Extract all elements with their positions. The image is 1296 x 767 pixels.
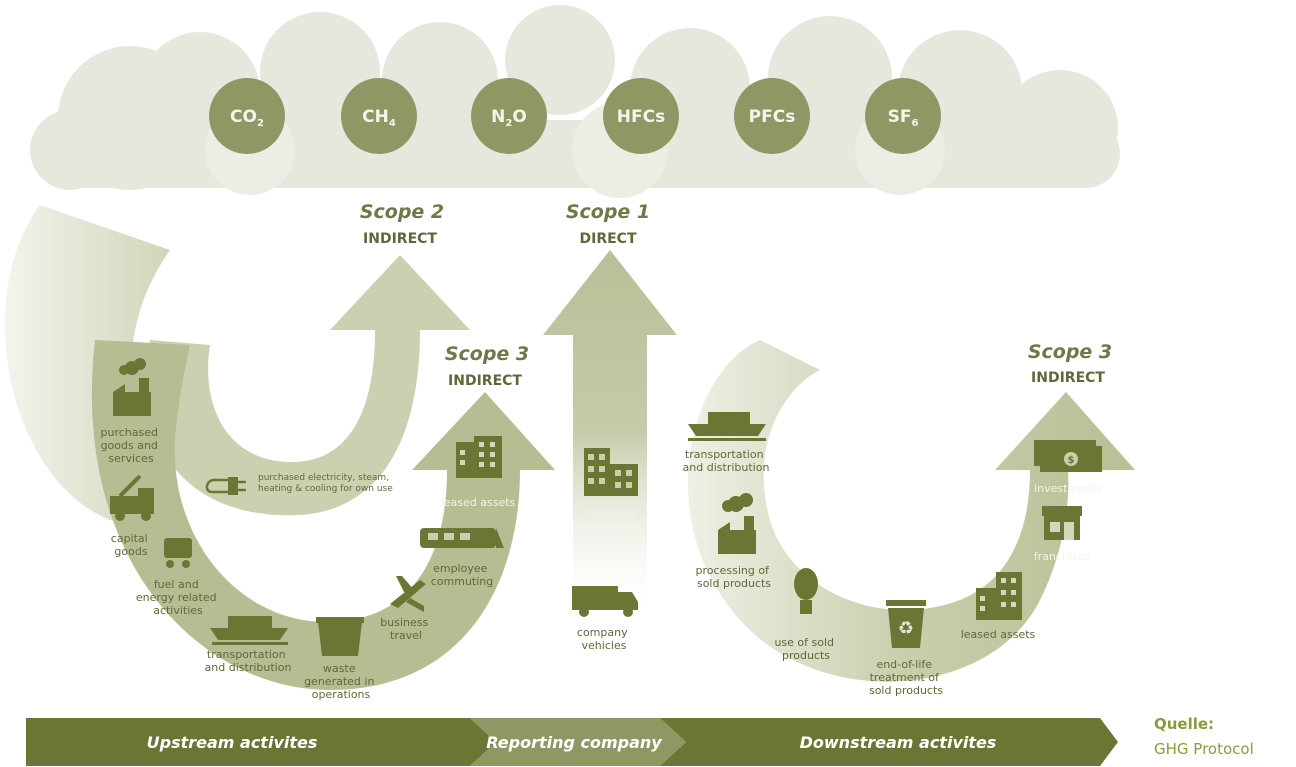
label-fuel-energy: fuel and energy related activities bbox=[136, 578, 220, 617]
source-text: GHG Protocol bbox=[1154, 740, 1254, 758]
label-processing-sold-products: processing of sold products bbox=[696, 564, 773, 590]
svg-text:HFCs: HFCs bbox=[617, 107, 665, 127]
scope3-upstream-title-group: Scope 3 INDIRECT bbox=[445, 343, 529, 389]
scope3-downstream-subtitle: INDIRECT bbox=[1031, 370, 1105, 386]
gas-circle-sf6: SF6 bbox=[865, 78, 941, 154]
bottom-activity-bar: Upstream activites Reporting company Dow… bbox=[26, 718, 1118, 766]
company-building-icon bbox=[584, 448, 638, 496]
gas-circle-ch4: CH4 bbox=[341, 78, 417, 154]
building-icon-upstream bbox=[456, 436, 502, 478]
plug-icon bbox=[205, 477, 246, 495]
svg-text:N2O: N2O bbox=[491, 107, 527, 129]
label-upstream-leased-assets: leased assets bbox=[441, 496, 516, 509]
label-downstream-transport: transportation and distribution bbox=[683, 448, 770, 474]
train-icon bbox=[420, 528, 504, 548]
label-employee-commuting: employee commuting bbox=[431, 562, 494, 588]
scope3-upstream-arrow bbox=[91, 340, 555, 690]
scope3-upstream-title: Scope 3 bbox=[445, 343, 529, 365]
downstream-label: Downstream activites bbox=[800, 733, 997, 752]
label-company-facilities: company facilities bbox=[585, 506, 639, 532]
scope3-downstream-title-group: Scope 3 INDIRECT bbox=[1028, 341, 1112, 386]
gas-circle-pfcs: PFCs bbox=[734, 78, 810, 154]
label-purchased-electricity: purchased electricity, steam, heating & … bbox=[258, 473, 393, 494]
svg-text:CO2: CO2 bbox=[230, 107, 264, 129]
gas-circle-co2: CO2 bbox=[209, 78, 285, 154]
building-icon-downstream bbox=[976, 572, 1022, 620]
svg-text:$: $ bbox=[1068, 455, 1075, 466]
label-downstream-leased-assets: leased assets bbox=[961, 628, 1036, 641]
ship-icon-downstream bbox=[688, 412, 766, 441]
factory-icon bbox=[113, 358, 151, 416]
label-investments: investments bbox=[1034, 482, 1102, 495]
svg-text:PFCs: PFCs bbox=[749, 107, 796, 127]
reporting-bar-segment bbox=[470, 718, 686, 766]
scope1-subtitle: DIRECT bbox=[580, 231, 637, 247]
label-capital-goods: capital goods bbox=[111, 532, 151, 558]
dumpster-icon bbox=[316, 617, 364, 656]
upstream-bar-segment bbox=[26, 718, 496, 766]
scope3-upstream-subtitle: INDIRECT bbox=[448, 373, 522, 389]
ship-icon bbox=[210, 616, 288, 645]
label-purchased-goods: purchased goods and services bbox=[101, 426, 162, 465]
gas-circle-hfcs: HFCs bbox=[603, 78, 679, 154]
upstream-label: Upstream activites bbox=[147, 733, 318, 752]
storefront-icon bbox=[1042, 506, 1082, 540]
scope2-title: Scope 2 bbox=[360, 201, 444, 223]
label-use-of-sold-products: use of sold products bbox=[774, 636, 837, 662]
scope1-title: Scope 1 bbox=[566, 201, 650, 223]
crane-truck-icon bbox=[110, 474, 154, 521]
gas-circle-n2o: N2O bbox=[471, 78, 547, 154]
label-company-vehicles: company vehicles bbox=[577, 626, 631, 652]
downstream-bar-segment bbox=[660, 718, 1118, 766]
scope3-downstream-title: Scope 3 bbox=[1028, 341, 1112, 363]
scope1-arrow bbox=[543, 250, 677, 610]
source-heading: Quelle: bbox=[1154, 715, 1215, 733]
label-waste: waste generated in operations bbox=[304, 662, 378, 701]
scope2-arrow bbox=[146, 255, 470, 516]
label-end-of-life: end-of-life treatment of sold products bbox=[869, 658, 943, 697]
svg-text:SF6: SF6 bbox=[888, 107, 919, 129]
processing-factory-icon bbox=[718, 493, 756, 554]
svg-text:CH4: CH4 bbox=[362, 107, 396, 129]
airplane-icon bbox=[390, 576, 426, 612]
scope1-title-group: Scope 1 DIRECT bbox=[566, 201, 650, 247]
label-franchises: franchises bbox=[1034, 550, 1091, 563]
fuel-cart-icon bbox=[164, 538, 192, 568]
money-icon: $ bbox=[1034, 440, 1102, 472]
light-bulb-icon bbox=[794, 568, 818, 614]
scope2-subtitle: INDIRECT bbox=[363, 231, 437, 247]
source-credit: Quelle: GHG Protocol bbox=[1154, 712, 1294, 762]
truck-icon bbox=[572, 586, 638, 617]
label-business-travel: business travel bbox=[380, 616, 431, 642]
reporting-label: Reporting company bbox=[486, 733, 662, 752]
svg-text:♻: ♻ bbox=[898, 618, 914, 639]
recycle-bin-icon: ♻ bbox=[886, 600, 926, 648]
label-upstream-transport: transportation and distribution bbox=[205, 648, 292, 674]
scope2-title-group: Scope 2 INDIRECT bbox=[360, 201, 444, 247]
